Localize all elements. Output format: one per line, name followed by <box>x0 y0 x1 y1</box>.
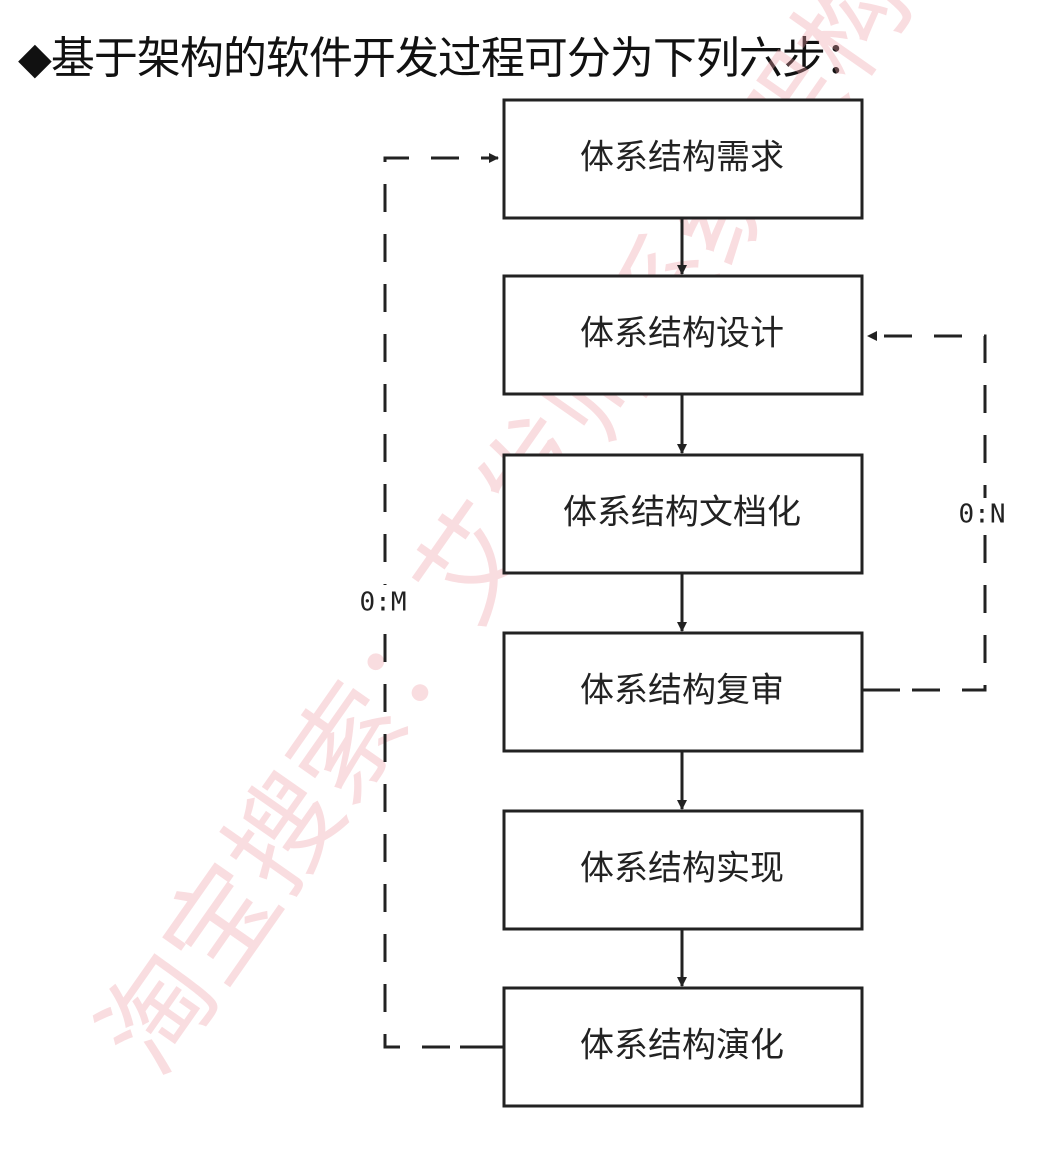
step-6: 体系结构演化 <box>502 986 864 1108</box>
step-label: 体系结构演化 <box>580 1026 784 1066</box>
step-5: 体系结构实现 <box>502 809 864 931</box>
step-label: 体系结构文档化 <box>563 493 801 533</box>
right-label-bg <box>955 498 1011 532</box>
step-3: 体系结构文档化 <box>502 453 864 575</box>
step-box <box>502 274 864 396</box>
loop-label-left: 0:M <box>360 588 407 618</box>
step-label: 体系结构设计 <box>580 314 784 354</box>
step-box <box>502 809 864 931</box>
step-4: 体系结构复审 <box>502 631 864 753</box>
step-label: 体系结构需求 <box>580 138 784 178</box>
step-box <box>502 986 864 1108</box>
loop-label-right: 0:N <box>959 500 1006 530</box>
step-label: 体系结构复审 <box>580 671 784 711</box>
step-box <box>502 453 864 575</box>
left-label-bg <box>360 585 410 619</box>
step-1: 体系结构需求 <box>502 98 864 220</box>
step-label: 体系结构实现 <box>580 849 784 889</box>
step-2: 体系结构设计 <box>502 274 864 396</box>
page-title: ◆基于架构的软件开发过程可分为下列六步： <box>18 33 869 84</box>
